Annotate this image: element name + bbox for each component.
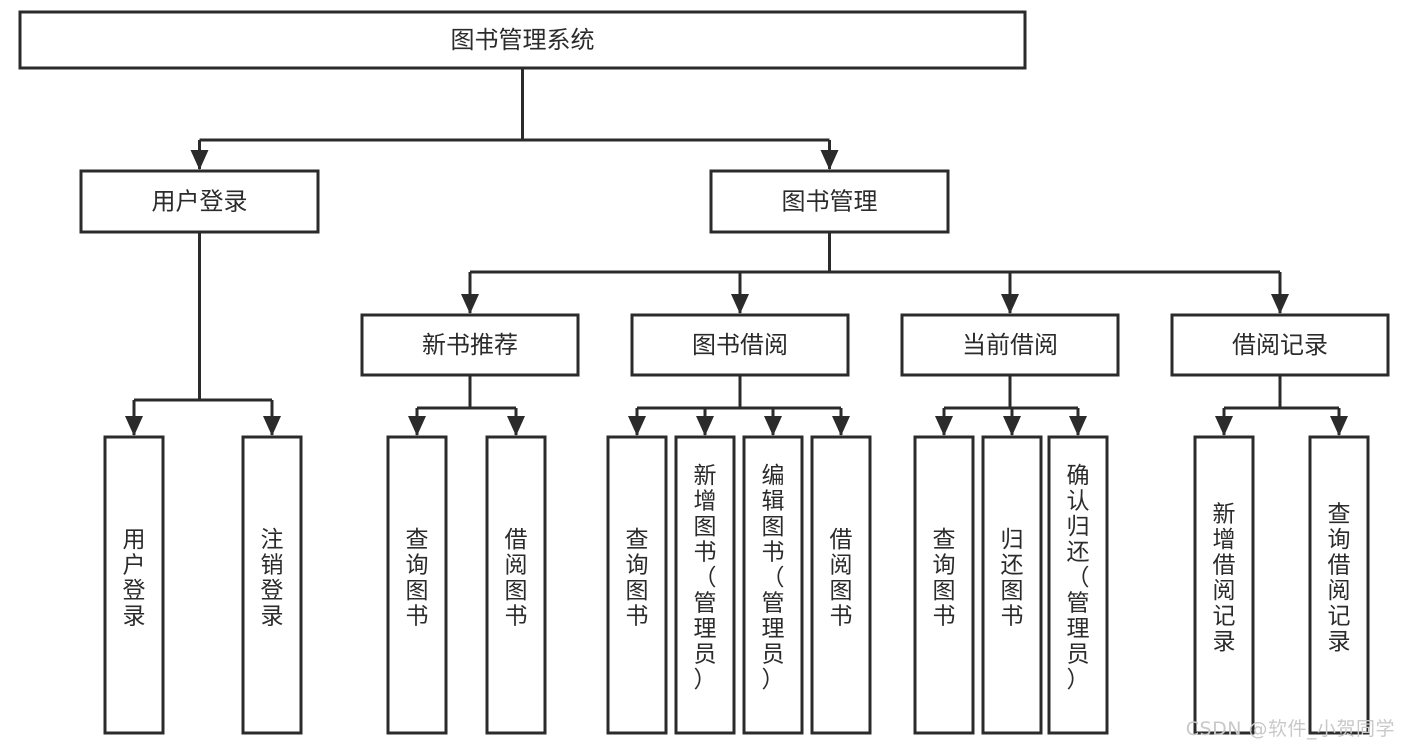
- node-leaf-logout-box: [241, 435, 303, 735]
- node-leaf-user-login-label: 用户登录: [123, 527, 146, 630]
- node-leaf-edit-book-box: [742, 435, 804, 735]
- node-leaf-borrow-book-2-label: 借阅图书: [830, 527, 853, 630]
- arrow-head-icon: [507, 416, 525, 436]
- node-leaf-query-book-3[interactable]: 查询图书: [913, 435, 975, 735]
- node-book-management-label: 图书管理: [782, 188, 878, 216]
- node-book-borrow-box: [630, 313, 850, 377]
- node-leaf-add-book-box: [674, 435, 736, 735]
- node-current-borrow-box: [900, 313, 1120, 377]
- node-leaf-add-record-label: 新增借阅记录: [1213, 501, 1236, 655]
- node-leaf-query-book-2-label: 查询图书: [626, 527, 649, 630]
- node-leaf-user-login-box: [103, 435, 165, 735]
- arrow-head-icon: [190, 150, 209, 170]
- arrow-head-icon: [408, 416, 426, 436]
- node-leaf-query-book-1[interactable]: 查询图书: [386, 435, 448, 735]
- node-leaf-logout-label: 注销登录: [261, 527, 284, 630]
- node-current-borrow[interactable]: 当前借阅: [900, 313, 1120, 377]
- node-leaf-confirm-return[interactable]: 确认归还（管理员）: [1047, 435, 1109, 735]
- node-leaf-query-book-2[interactable]: 查询图书: [606, 435, 668, 735]
- node-borrow-record[interactable]: 借阅记录: [1170, 313, 1390, 377]
- arrow-head-icon: [461, 294, 479, 314]
- node-leaf-return-book-label: 归还图书: [1001, 527, 1024, 630]
- arrow-head-icon: [696, 416, 714, 436]
- arrow-head-icon: [125, 416, 143, 436]
- node-root[interactable]: 图书管理系统: [18, 10, 1027, 70]
- node-leaf-user-login[interactable]: 用户登录: [103, 435, 165, 735]
- node-leaf-query-book-2-box: [606, 435, 668, 735]
- arrow-head-icon: [628, 416, 646, 436]
- node-root-box: [18, 10, 1027, 70]
- node-user-login-box: [79, 169, 320, 234]
- node-leaf-borrow-book-1-box: [485, 435, 547, 735]
- node-leaf-query-book-3-label: 查询图书: [933, 527, 956, 630]
- node-root-label: 图书管理系统: [451, 26, 595, 54]
- node-leaf-add-record[interactable]: 新增借阅记录: [1193, 435, 1255, 735]
- arrow-head-icon: [832, 416, 850, 436]
- arrow-head-icon: [820, 150, 839, 170]
- arrow-head-icon: [731, 294, 749, 314]
- node-leaf-add-record-box: [1193, 435, 1255, 735]
- node-book-borrow[interactable]: 图书借阅: [630, 313, 850, 377]
- node-leaf-query-record[interactable]: 查询借阅记录: [1308, 435, 1370, 735]
- arrow-head-icon: [1003, 416, 1021, 436]
- node-leaf-confirm-return-box: [1047, 435, 1109, 735]
- node-book-management[interactable]: 图书管理: [709, 169, 950, 234]
- node-book-management-box: [709, 169, 950, 234]
- arrow-head-icon: [764, 416, 782, 436]
- node-leaf-query-book-1-label: 查询图书: [406, 527, 429, 630]
- node-leaf-borrow-book-2[interactable]: 借阅图书: [810, 435, 872, 735]
- node-leaf-return-book-box: [981, 435, 1043, 735]
- node-leaf-edit-book[interactable]: 编辑图书（管理员）: [742, 435, 804, 735]
- nodes-layer: 图书管理系统用户登录图书管理新书推荐图书借阅当前借阅借阅记录用户登录注销登录查询…: [18, 10, 1390, 735]
- arrow-head-icon: [1001, 294, 1019, 314]
- node-new-book-recommend-label: 新书推荐: [422, 331, 518, 359]
- node-leaf-edit-book-label: 编辑图书（管理员）: [762, 463, 785, 693]
- node-current-borrow-label: 当前借阅: [962, 331, 1058, 359]
- arrow-head-icon: [1069, 416, 1087, 436]
- node-leaf-query-book-3-box: [913, 435, 975, 735]
- node-borrow-record-box: [1170, 313, 1390, 377]
- node-new-book-recommend[interactable]: 新书推荐: [360, 313, 580, 377]
- node-leaf-query-record-box: [1308, 435, 1370, 735]
- node-user-login-label: 用户登录: [152, 188, 248, 216]
- node-borrow-record-label: 借阅记录: [1232, 331, 1328, 359]
- arrow-head-icon: [263, 416, 281, 436]
- node-leaf-query-book-1-box: [386, 435, 448, 735]
- node-leaf-confirm-return-label: 确认归还（管理员）: [1067, 463, 1090, 693]
- edges-layer: [125, 68, 1348, 436]
- node-leaf-borrow-book-1-label: 借阅图书: [505, 527, 528, 630]
- arrow-head-icon: [1330, 416, 1348, 436]
- node-leaf-return-book[interactable]: 归还图书: [981, 435, 1043, 735]
- node-leaf-add-book[interactable]: 新增图书（管理员）: [674, 435, 736, 735]
- node-user-login[interactable]: 用户登录: [79, 169, 320, 234]
- node-leaf-borrow-book-2-box: [810, 435, 872, 735]
- node-new-book-recommend-box: [360, 313, 580, 377]
- node-leaf-logout[interactable]: 注销登录: [241, 435, 303, 735]
- arrow-head-icon: [1271, 294, 1289, 314]
- arrow-head-icon: [1215, 416, 1233, 436]
- arrow-head-icon: [935, 416, 953, 436]
- node-leaf-add-book-label: 新增图书（管理员）: [694, 463, 717, 693]
- node-leaf-query-record-label: 查询借阅记录: [1328, 501, 1351, 655]
- node-leaf-borrow-book-1[interactable]: 借阅图书: [485, 435, 547, 735]
- node-book-borrow-label: 图书借阅: [692, 331, 788, 359]
